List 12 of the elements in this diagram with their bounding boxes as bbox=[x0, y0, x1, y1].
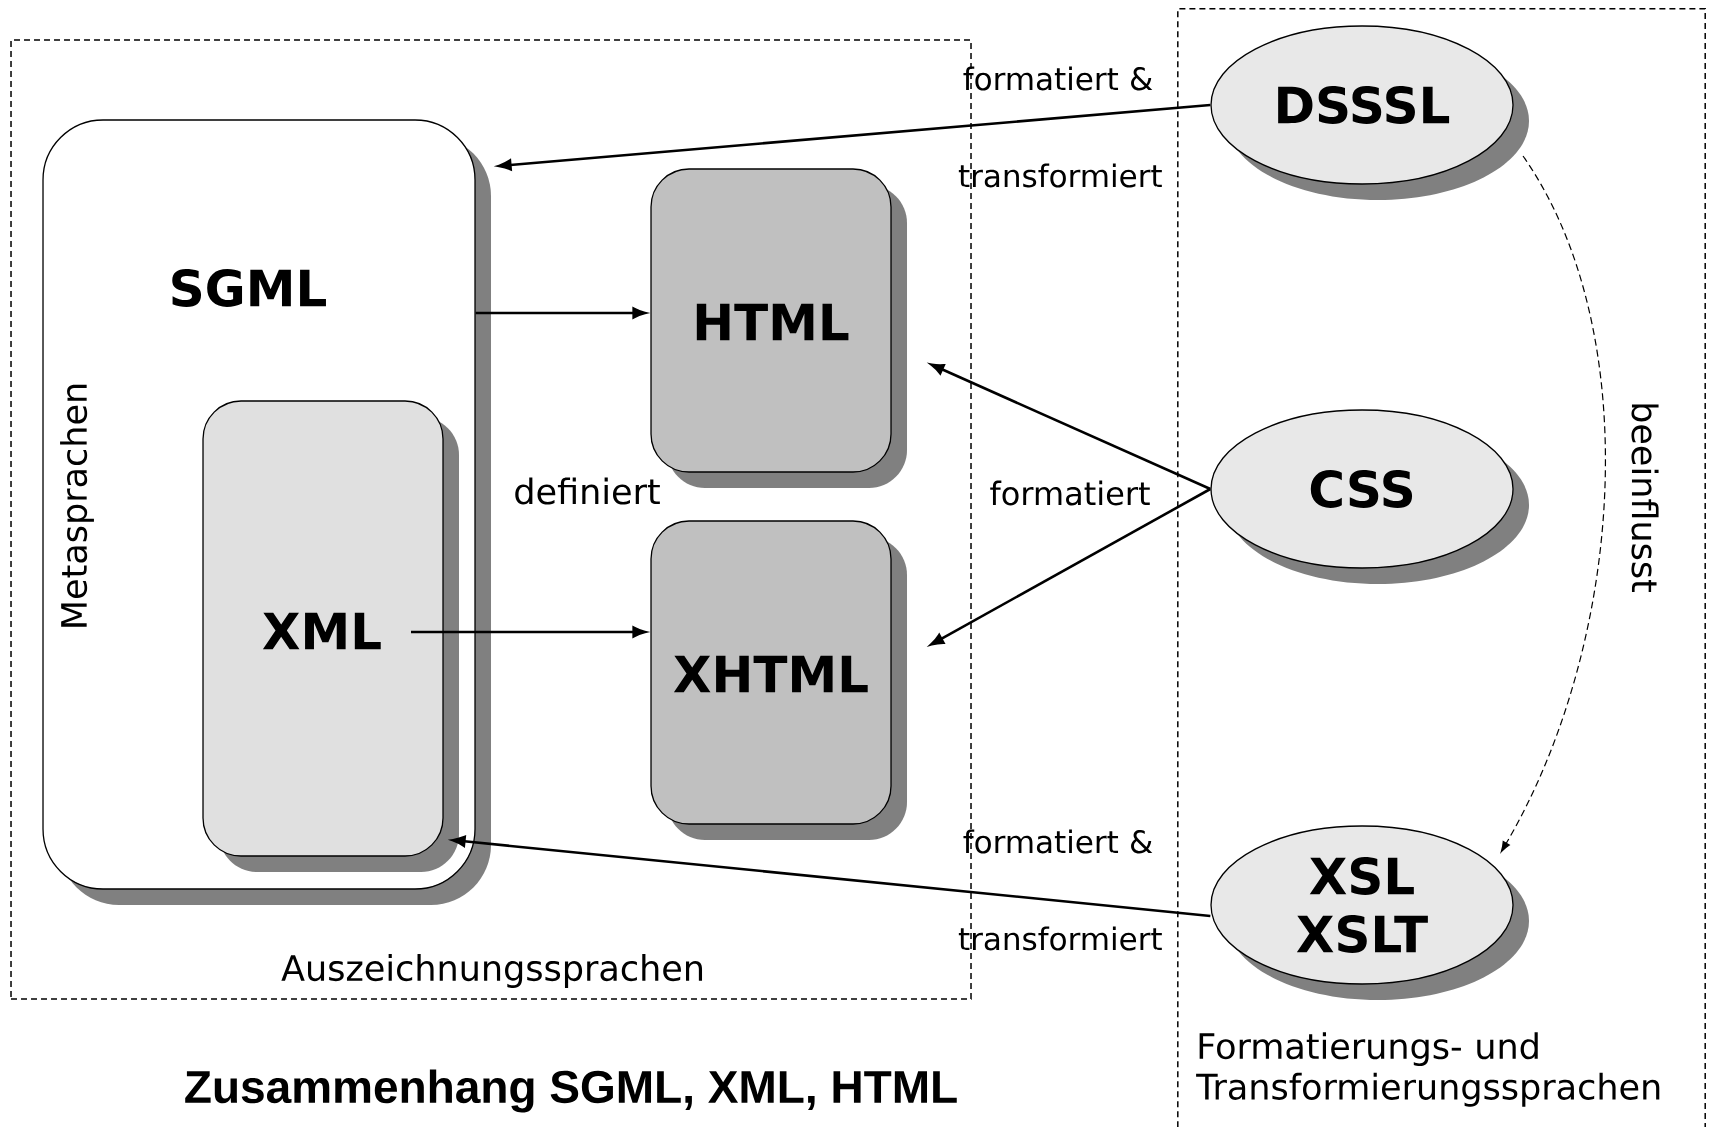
edge-label: beeinflusst bbox=[1631, 404, 1659, 592]
group-label: Formatierungs- und Transformierungssprachen bbox=[1196, 1032, 1660, 1107]
arrow bbox=[451, 835, 1211, 918]
edge-label: formatiert & transformiert bbox=[958, 829, 1162, 951]
arrow bbox=[497, 103, 1211, 171]
group-label: Auszeichnungssprachen bbox=[281, 954, 702, 988]
arrow bbox=[475, 307, 647, 319]
title: Zusammenhang SGML, XML, HTML bbox=[185, 1069, 957, 1113]
text-label: definiert bbox=[515, 477, 660, 505]
arrow bbox=[930, 363, 1211, 491]
arrow bbox=[1500, 155, 1606, 853]
edge-label: formatiert & transformiert bbox=[958, 66, 1162, 188]
